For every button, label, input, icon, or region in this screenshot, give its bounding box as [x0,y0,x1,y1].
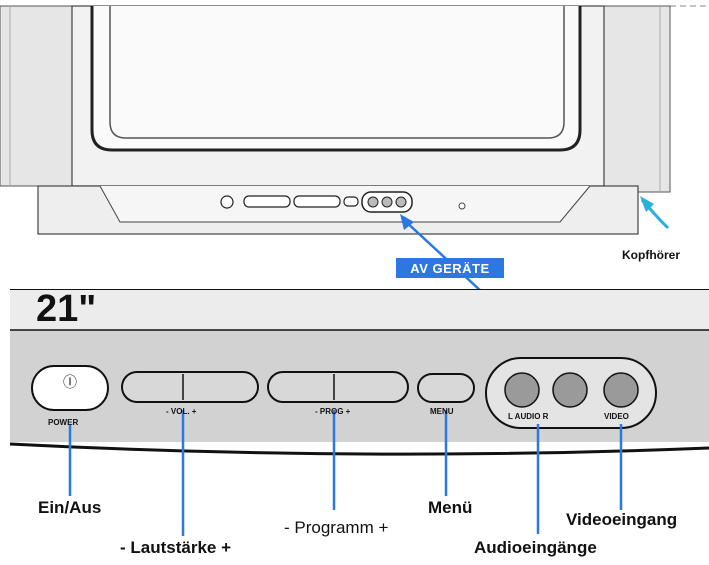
power-text: POWER [48,418,79,427]
callout-menu: Menü [428,498,473,517]
mini-volume-button [243,195,291,208]
mini-indicator [458,202,466,210]
volume-button [121,371,259,403]
tv-left-side [0,5,73,187]
callout-audio-inputs: Audioeingänge [474,538,597,557]
mini-menu-button [343,196,359,207]
menu-text: MENU [430,407,454,416]
headphone-arrow-head [640,196,654,212]
tv-front-view [0,5,709,235]
av-arrow-head [400,214,414,230]
panel-bottom-edge [9,442,709,456]
callout-volume: - Lautstärke + [120,538,232,557]
menu-button [417,373,475,403]
video-jack [603,372,639,408]
tv-right-side [603,5,671,193]
panel-upper-band [10,290,709,330]
power-button [31,365,109,411]
audio-text: L AUDIO R [508,412,549,421]
audio-left-jack [504,372,540,408]
mini-program-button [293,195,341,208]
av-devices-tag: AV GERÄTE [396,258,504,278]
volume-text: - VOL. + [166,407,197,416]
headphones-label: Kopfhörer [622,248,680,262]
video-text: VIDEO [604,412,629,421]
program-text: - PROG + [315,407,351,416]
program-button [267,371,409,403]
mini-power-button [220,195,234,209]
mini-jack [367,196,379,208]
screen-size-label: 21" [36,288,97,330]
audio-right-jack [552,372,588,408]
tv-screen [90,6,582,152]
power-symbol-icon: Ⓘ [63,375,77,391]
callout-lines [68,410,623,536]
mini-jack [381,196,393,208]
callout-program: - Programm + [284,518,389,537]
mini-jack [395,196,407,208]
screen-inner-edge [109,6,565,139]
callout-video-input: Videoeingang [566,510,678,529]
zoomed-control-panel [9,289,709,456]
callout-on-off: Ein/Aus [38,498,102,517]
